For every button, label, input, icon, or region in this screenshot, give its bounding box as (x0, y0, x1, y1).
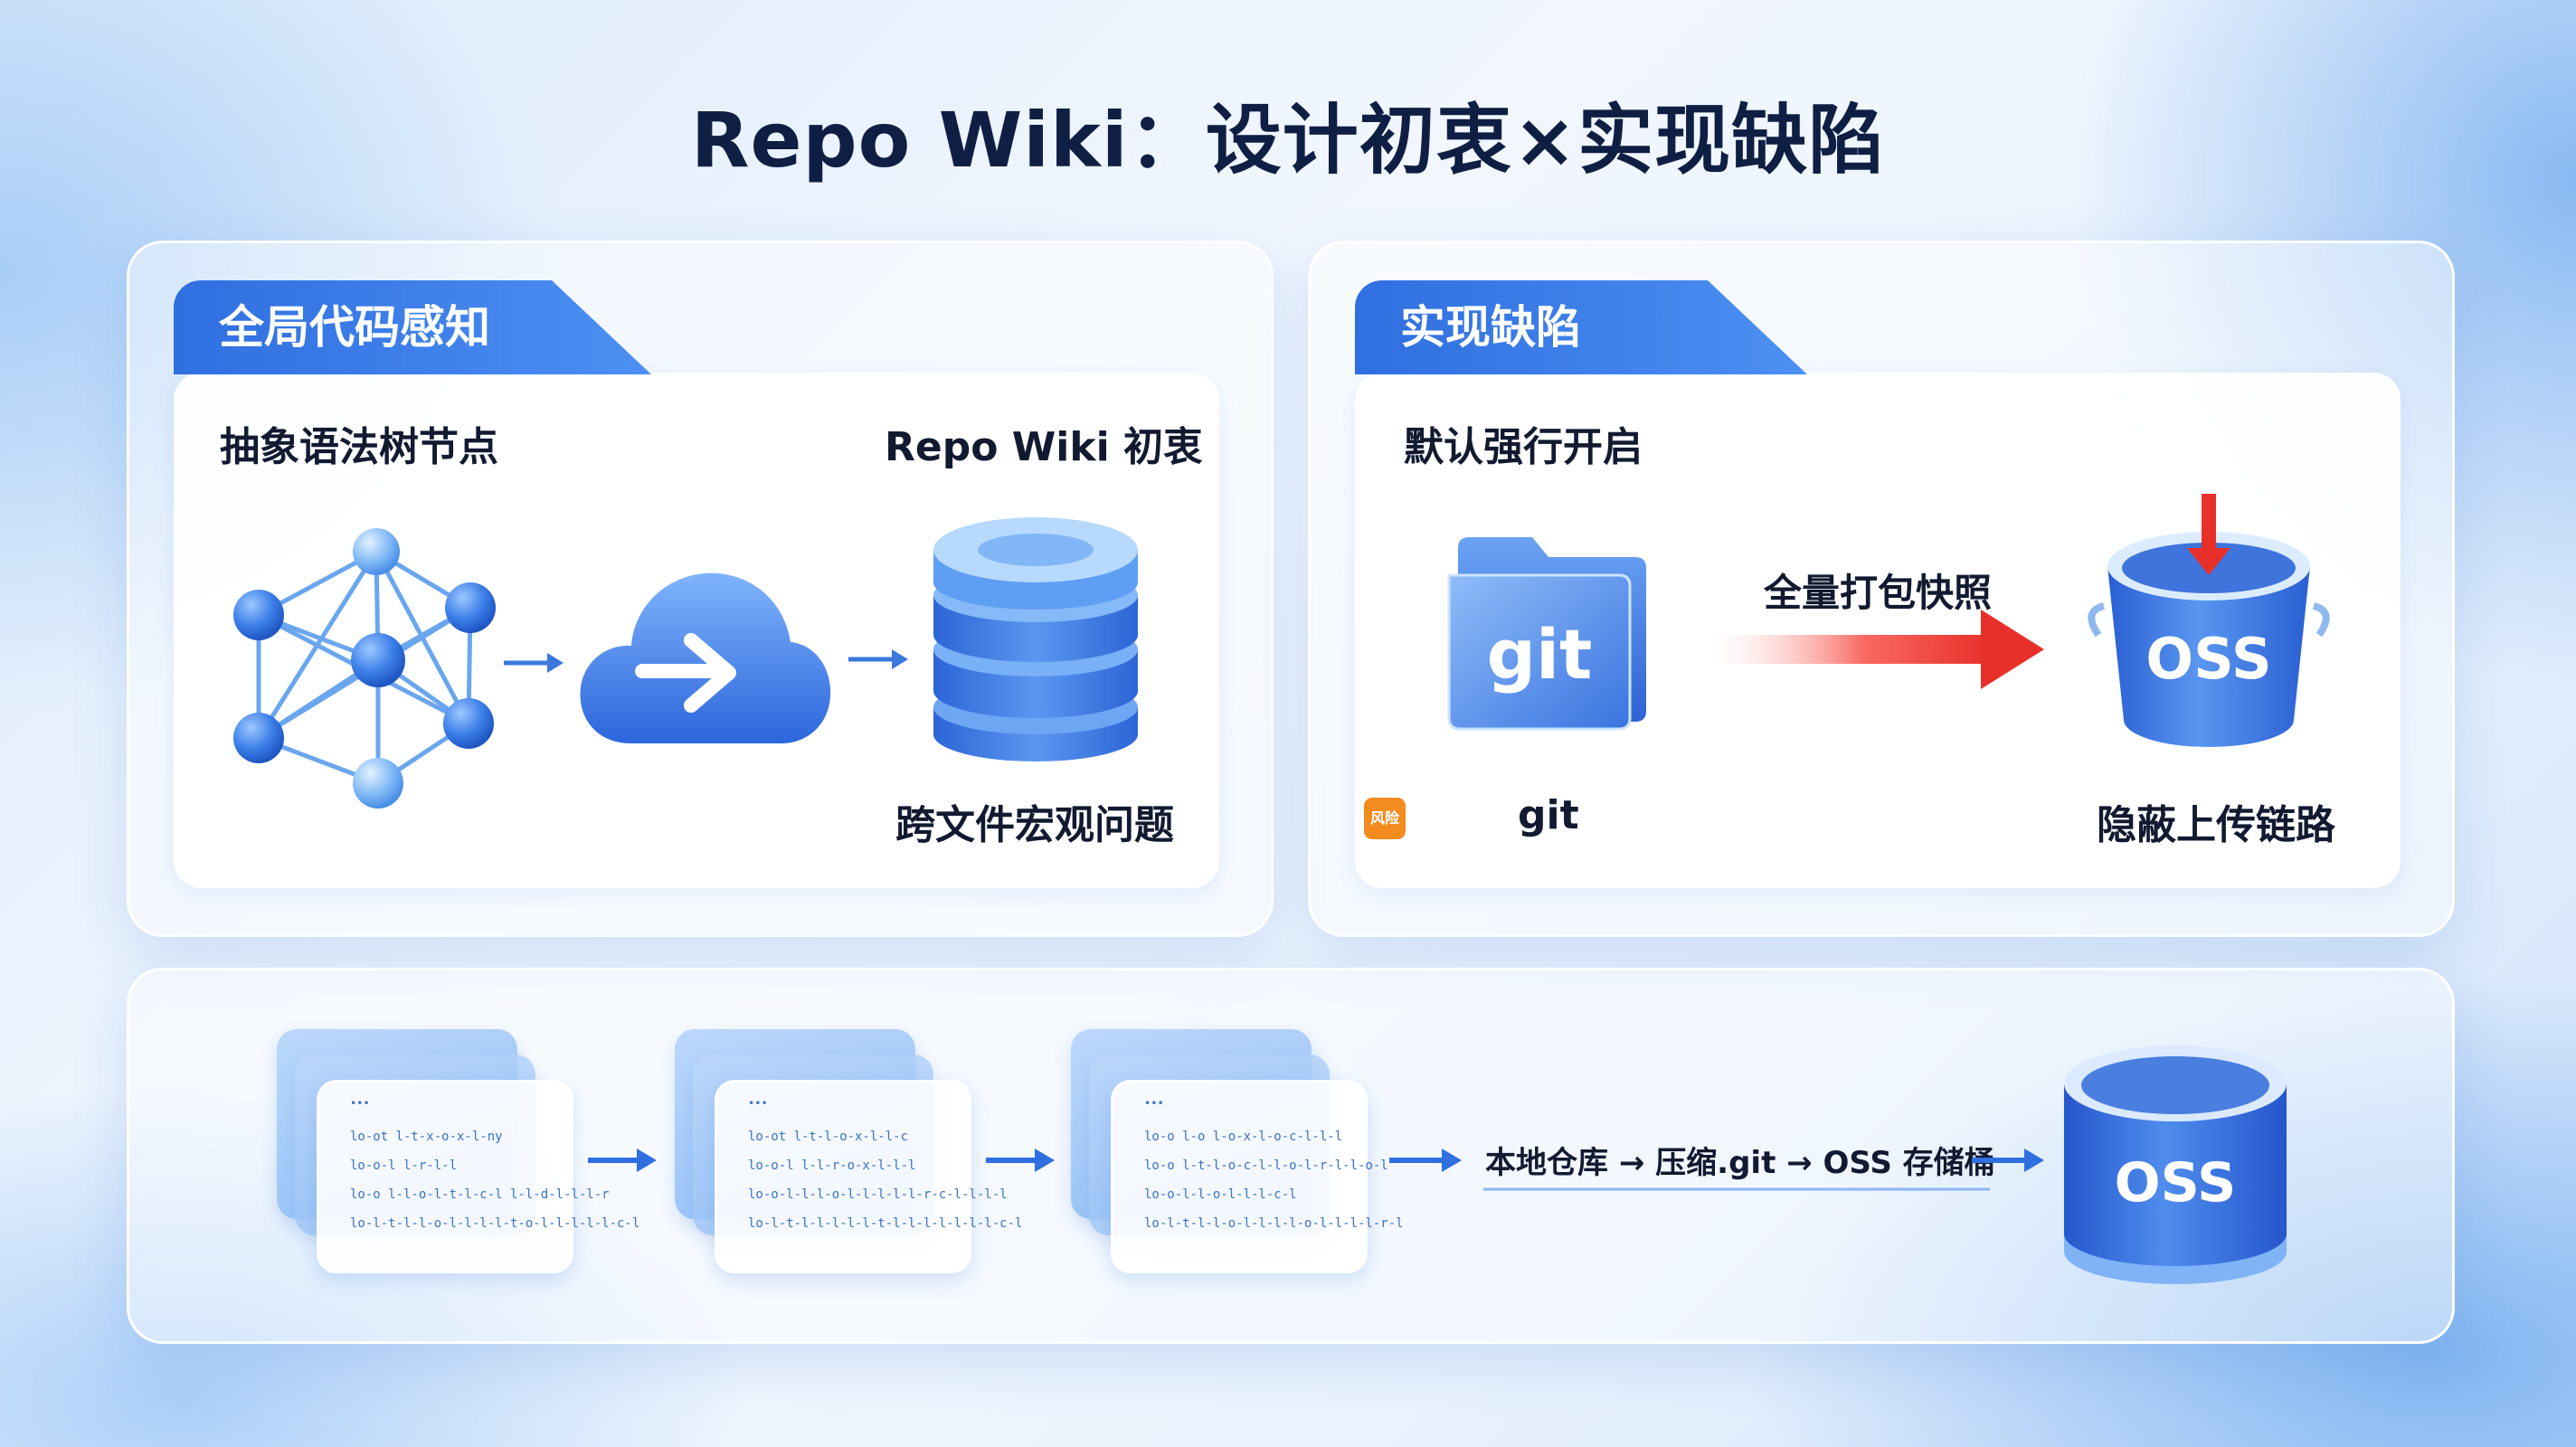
doc-line: lo-o l-t-l-o-c-l-l-o-l-r-l-l-o-l (1144, 1159, 1388, 1173)
doc-line: lo-l-t-l-l-o-l-l-l-l-o-l-l-l-l-r-l (1144, 1216, 1404, 1231)
cloud-arrow-icon (580, 572, 831, 743)
risk-badge: 风险 (1364, 798, 1406, 839)
upload-arrow-icon (1709, 610, 2044, 689)
arrow-icon (1389, 1149, 1462, 1172)
doc-line: lo-o-l l-l-r-o-x-l-l-l (748, 1159, 916, 1173)
doc-card: ••• lo-ot l-t-x-o-x-l-ny lo-o-l l-r-l-l … (317, 1080, 639, 1273)
git-folder-icon: git (1447, 537, 1646, 731)
arrow-icon (504, 653, 564, 673)
oss-storage-text: OSS (2115, 1151, 2237, 1215)
doc-line: lo-o-l-l-o-l-l-l-c-l (1144, 1187, 1297, 1202)
doc-line: lo-o l-l-o-l-t-l-c-l l-l-d-l-l-l-r (350, 1187, 610, 1202)
arrow-icon (986, 1149, 1055, 1172)
doc-line: lo-ot l-t-x-o-x-l-ny (350, 1130, 503, 1144)
doc-card: ••• lo-ot l-t-l-o-x-l-l-c lo-o-l l-l-r-o… (715, 1080, 1022, 1273)
upload-flow-text: 本地仓库 → 压缩.git → OSS 存储桶 (1485, 1145, 1995, 1181)
oss-bucket-icon: OSS (2088, 494, 2330, 747)
full-snapshot-label: 全量打包快照 (1764, 571, 1993, 615)
doc-card: ••• lo-o l-o l-o-x-l-o-c-l-l-l lo-o l-t-… (1111, 1080, 1404, 1273)
doc-dots: ••• (1144, 1097, 1164, 1110)
page-title: Repo Wiki：设计初衷×实现缺陷 (690, 96, 1886, 184)
doc-line: lo-l-t-l-l-o-l-l-l-l-t-o-l-l-l-l-l-c-l (350, 1216, 640, 1231)
oss-storage-icon: OSS (2064, 1045, 2287, 1284)
default-enabled-label: 默认强行开启 (1404, 424, 1643, 470)
flow-underline (1483, 1187, 1990, 1191)
doc-dots: ••• (350, 1097, 370, 1110)
repo-wiki-intent-label: Repo Wiki 初衷 (885, 424, 1204, 470)
ast-node-label: 抽象语法树节点 (220, 424, 498, 470)
doc-line: lo-l-t-l-l-l-l-l-t-l-l-l-l-l-l-l-c-l (748, 1216, 1023, 1231)
git-folder-text: git (1487, 614, 1593, 695)
arrow-icon (848, 649, 908, 669)
doc-line: lo-o-l-l-l-o-l-l-l-l-l-r-c-l-l-l-l (748, 1187, 1008, 1202)
doc-dots: ••• (748, 1097, 768, 1110)
database-stack-icon (933, 517, 1138, 761)
cross-file-issue-label: 跨文件宏观问题 (895, 802, 1174, 848)
doc-line: lo-ot l-t-l-o-x-l-l-c (748, 1130, 909, 1144)
doc-line: lo-o-l l-r-l-l (350, 1159, 458, 1173)
oss-bucket-text: OSS (2145, 626, 2271, 692)
hidden-upload-label: 隐蔽上传链路 (2097, 802, 2335, 848)
arrow-icon (1972, 1149, 2044, 1172)
doc-line: lo-o l-o l-o-x-l-o-c-l-l-l (1144, 1130, 1343, 1144)
git-label: git (1518, 792, 1579, 838)
arrow-icon (588, 1149, 657, 1172)
network-graph-icon (233, 528, 496, 809)
left-panel-tab: 全局代码感知 (174, 280, 651, 374)
